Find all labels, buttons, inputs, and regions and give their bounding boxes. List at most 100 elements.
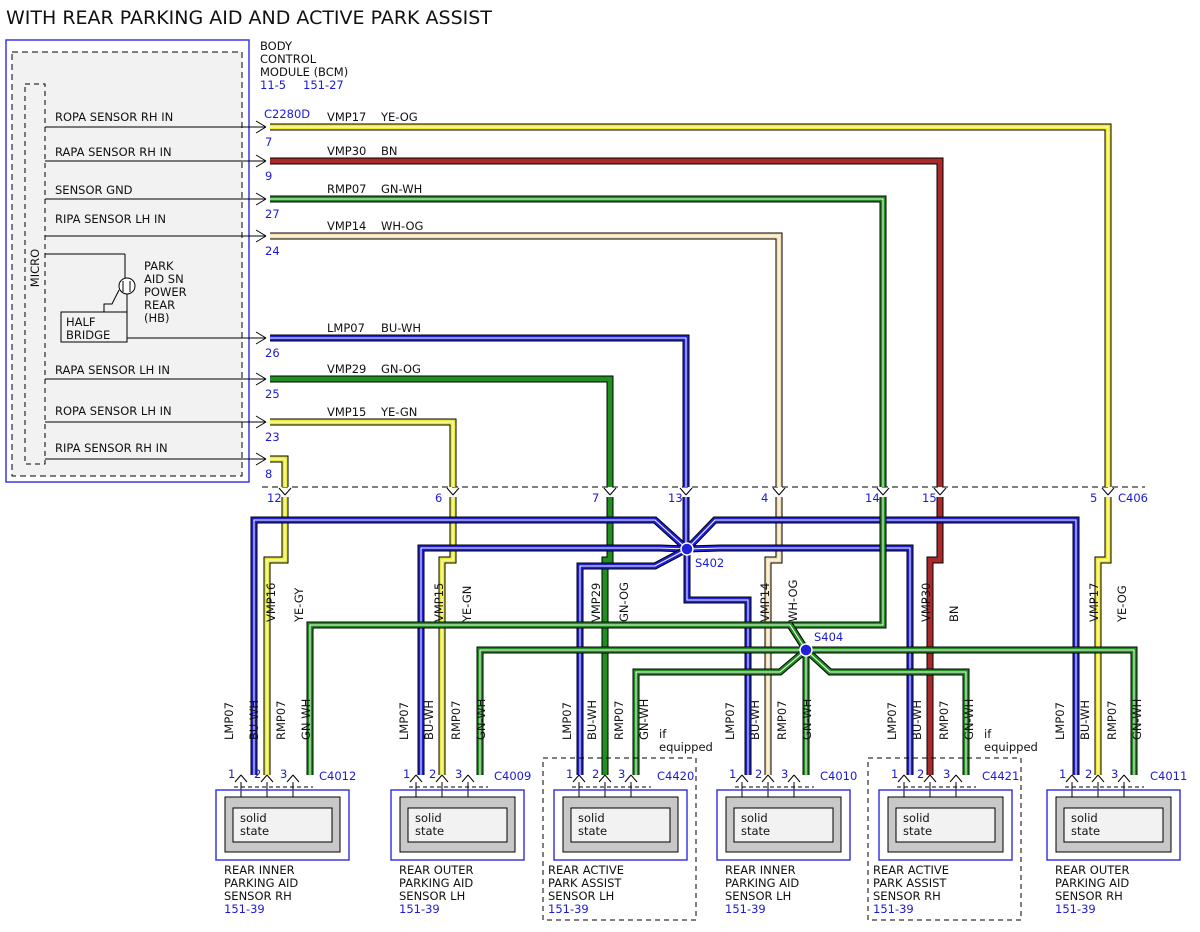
- sensor-2-pin-0-marker-b: [578, 774, 586, 783]
- sensor-2-p1-circuit: LMP07: [560, 702, 574, 740]
- sensor-4-pin-2-marker-a: [949, 774, 957, 783]
- sensor-1-p3-color: GN-WH: [474, 699, 488, 740]
- sensor-3-connector-name: C4010: [820, 769, 857, 783]
- wire-circuit-label-5: VMP29: [327, 362, 366, 376]
- sensor-3-pin-1-marker-a: [761, 774, 769, 783]
- c406-marker-b-7: [1107, 487, 1115, 496]
- sensor-2-outer-box: [553, 789, 688, 861]
- sensor-5-p3-circuit: RMP07: [1105, 701, 1119, 740]
- sensor-4-equipped-label: equipped: [984, 740, 1038, 754]
- sensor-4-solid-state-box: [895, 807, 996, 843]
- sensor-0-name-line-3: SENSOR RH: [224, 889, 292, 903]
- sensor-4-body-line-1: solid: [903, 811, 930, 825]
- sensor-1-pin-0-marker-b: [415, 774, 423, 783]
- wire-color-label-3: WH-OG: [381, 219, 423, 233]
- lmp07-branch-2-stripe: [579, 548, 688, 775]
- bcm-pin-number-7: 8: [265, 467, 272, 481]
- bcm-pin-marker-a-7: [255, 452, 267, 460]
- wire-row-0-stripe: [270, 126, 1109, 487]
- sensor-4-pin-2-marker-b: [955, 774, 963, 783]
- sensor-2-pin-1-marker-b: [604, 774, 612, 783]
- sensor-1-pin-0-marker-a: [409, 774, 417, 783]
- sensor-0-pin-2-marker-b: [292, 774, 300, 783]
- lmp07-branch-0-stripe: [253, 519, 688, 775]
- bcm-pin-number-1: 9: [265, 169, 272, 183]
- bcm-signal-label-1: RAPA SENSOR RH IN: [55, 145, 172, 159]
- vertical-color-label-3: WH-OG: [786, 580, 800, 622]
- sensor-2-name-line-1: REAR ACTIVE: [548, 863, 624, 877]
- sensor-1-outer-box: [390, 789, 525, 861]
- rmp07-branch-2-stripe: [635, 649, 807, 775]
- sensor-2-body-line-1: solid: [578, 811, 605, 825]
- sensor-0-name-line-2: PARKING AID: [224, 876, 298, 890]
- wire-color-label-1: BN: [381, 144, 398, 158]
- lmp07-branch-1-stripe: [420, 547, 688, 775]
- sensor-5-pin-0-marker-b: [1071, 774, 1079, 783]
- bcm-pin-number-0: 7: [265, 135, 272, 149]
- sensor-5-outer-box: [1046, 789, 1181, 861]
- sensor-1-solid-state-box: [407, 807, 508, 843]
- c406-pin-0: 12: [267, 491, 282, 505]
- bcm-signal-label-2: SENSOR GND: [55, 183, 133, 197]
- bcm-pin-marker-b-7: [255, 458, 267, 466]
- bcm-pin-marker-b-5: [255, 378, 267, 386]
- bcm-module-frame: [5, 39, 250, 483]
- sensor-3-pin-1-marker-b: [767, 774, 775, 783]
- c406-pin-4: 4: [761, 491, 768, 505]
- sensor-2-pin-2-marker-b: [630, 774, 638, 783]
- bcm-pin-marker-b-2: [255, 198, 267, 206]
- sensor-5-pin-2-marker-b: [1123, 774, 1131, 783]
- sensor-5-body-line-2: state: [1071, 824, 1100, 838]
- bcm-name-line-2: CONTROL: [260, 52, 317, 66]
- sensor-5-pin-0-marker-a: [1065, 774, 1073, 783]
- vertical-circuit-label-4: VMP30: [919, 583, 933, 622]
- wire-row-6-outline: [270, 418, 457, 487]
- c406-marker-a-1: [446, 487, 454, 496]
- splice-s402-label: S402: [695, 556, 724, 570]
- bcm-pin-number-4: 26: [265, 346, 280, 360]
- sensor-3-body-line-1: solid: [741, 811, 768, 825]
- half-bridge-box: [60, 311, 128, 343]
- bcm-signal-label-5: RAPA SENSOR LH IN: [55, 363, 170, 377]
- bcm-ref-a: 11-5: [260, 78, 286, 92]
- bcm-inner-dashed: [11, 51, 243, 477]
- bcm-pin-marker-b-3: [255, 235, 267, 243]
- sensor-4-outer-box: [878, 789, 1013, 861]
- sensor-0-pin-0-marker-b: [240, 774, 248, 783]
- sensor-1-pin-1-marker-b: [441, 774, 449, 783]
- sensor-4-pin-1-marker-a: [923, 774, 931, 783]
- half-bridge-line-1: HALF: [66, 315, 96, 329]
- sensor-5-name-line-2: PARKING AID: [1055, 876, 1129, 890]
- bcm-pin-marker-a-1: [255, 154, 267, 162]
- sensor-4-body-line-2: state: [903, 824, 932, 838]
- c406-marker-a-4: [772, 487, 780, 496]
- bcm-pin-marker-a-6: [255, 415, 267, 423]
- sensor-4-p3-circuit: RMP07: [937, 701, 951, 740]
- sensor-0-pin-1-marker-a: [260, 774, 268, 783]
- wire-color-label-5: GN-OG: [381, 362, 421, 376]
- sensor-0-pin-number-2: 3: [280, 767, 287, 781]
- bcm-signal-label-3: RIPA SENSOR LH IN: [55, 212, 166, 226]
- sensor-4-pin-0-marker-a: [897, 774, 905, 783]
- sensor-5-p1-circuit: LMP07: [1053, 702, 1067, 740]
- bcm-pin-marker-b-1: [255, 160, 267, 168]
- sensor-1-connector-name: C4009: [494, 769, 531, 783]
- bcm-connector-name: C2280D: [264, 107, 310, 121]
- driver-label-line-2: AID SN: [144, 272, 184, 286]
- c406-connector-name: C406: [1118, 491, 1148, 505]
- sensor-1-ref: 151-39: [399, 902, 440, 916]
- sensor-2-optional-frame: [542, 757, 697, 921]
- sensor-0-connector-name: C4012: [319, 769, 356, 783]
- rmp07-branch-4-stripe: [805, 649, 967, 775]
- splice-s404-label: S404: [814, 630, 843, 644]
- bcm-pin-number-6: 23: [265, 430, 280, 444]
- sensor-2-pin-0-marker-a: [572, 774, 580, 783]
- bcm-pin-marker-b-0: [255, 126, 267, 134]
- sensor-0-ref: 151-39: [224, 902, 265, 916]
- sensor-5-pin-number-1: 2: [1085, 767, 1092, 781]
- sensor-2-connector-name: C4420: [657, 769, 694, 783]
- wire-row-2-outline: [270, 195, 887, 487]
